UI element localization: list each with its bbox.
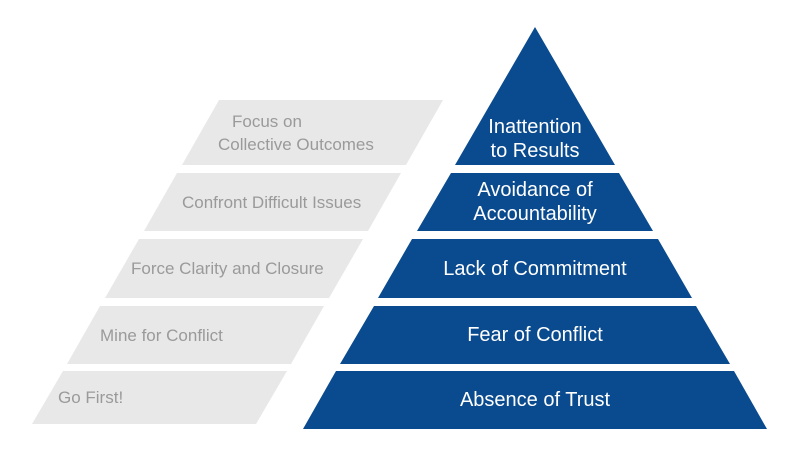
tier-5-shape <box>455 27 615 165</box>
behavior-2-shape <box>67 306 324 364</box>
tier-4-shape <box>417 173 653 231</box>
behavior-3-shape <box>105 239 363 298</box>
tier-1-shape <box>303 371 767 429</box>
behavior-1-shape <box>32 371 287 424</box>
tier-3-shape <box>378 239 692 298</box>
behavior-5-shape <box>182 100 443 165</box>
tier-2-shape <box>340 306 730 364</box>
behavior-4-shape <box>144 173 401 231</box>
